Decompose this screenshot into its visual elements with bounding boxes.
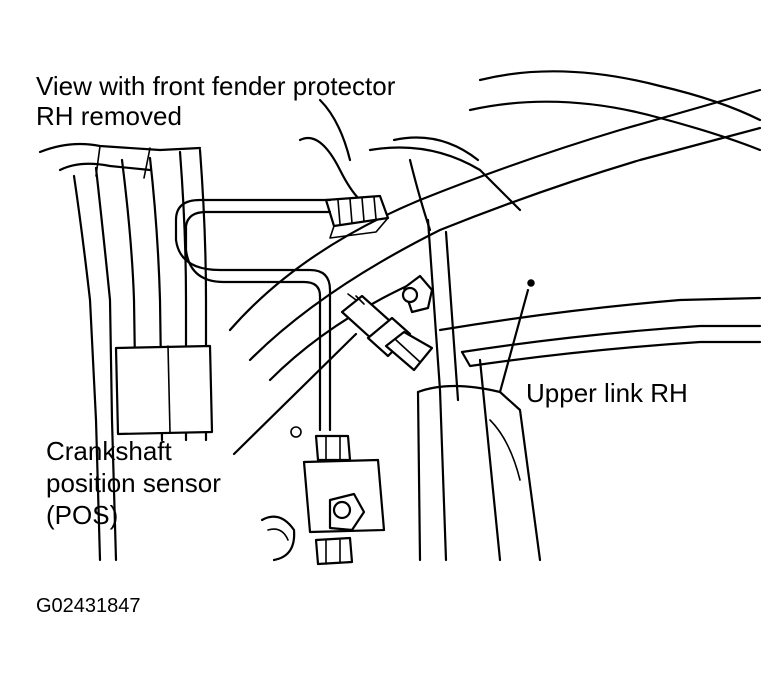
figure-id: G02431847 [36,595,141,617]
sensor-label-line-2: position sensor [46,468,221,498]
upper-link-label: Upper link RH [526,378,688,408]
knuckle-bracket [401,218,542,562]
title-line-1: View with front fender protector [36,71,396,101]
upper-link-leader-line [498,288,530,394]
lower-fitting [260,426,386,566]
fender-arch [298,70,762,232]
sensor-label-line-3: (POS) [46,500,118,530]
brake-pipe [174,198,332,432]
fender-panel [38,142,214,562]
sensor-leader-line [232,332,358,456]
crankshaft-sensor [340,293,434,372]
harness-connector [324,194,390,239]
sensor-label-line-1: Crankshaft [46,436,172,466]
strut-member [228,88,762,382]
title-line-2: RH removed [36,101,182,131]
upper-link-rh [438,279,762,368]
